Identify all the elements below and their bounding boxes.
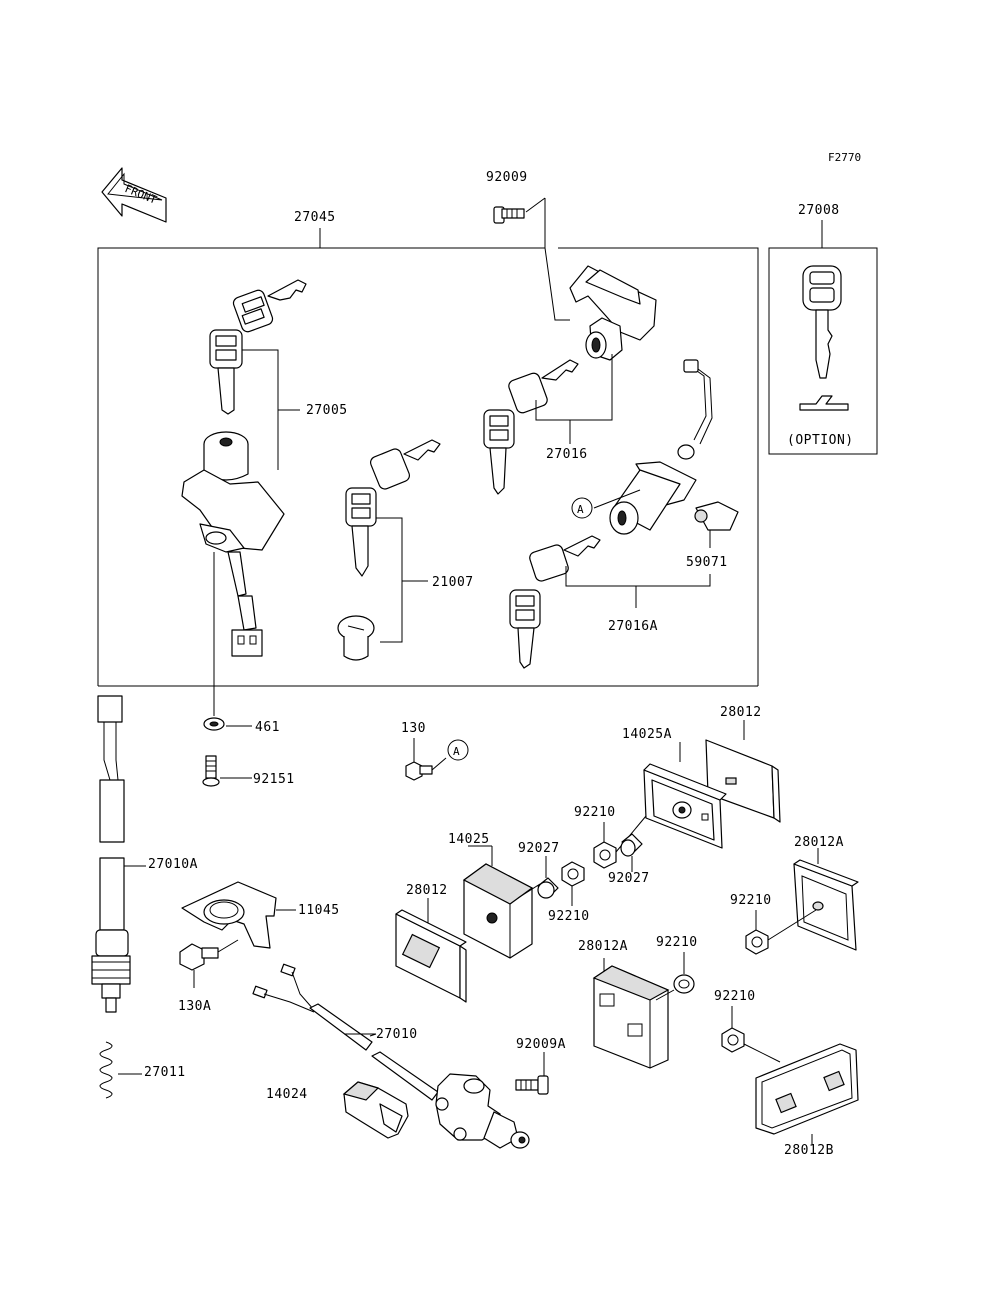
nut-92210-d-icon — [655, 952, 695, 1001]
screw-92151-icon — [202, 755, 252, 787]
front-arrow-icon: FRONT — [101, 167, 167, 223]
label-28012b: 28012B — [784, 1143, 834, 1158]
label-28012a-right: 28012A — [794, 835, 844, 850]
label-27016: 27016 — [546, 447, 588, 462]
key-blank-icon — [802, 265, 842, 379]
label-130: 130 — [401, 721, 426, 736]
collar-92027-a-icon — [620, 833, 643, 872]
screw-92009-icon — [493, 197, 570, 321]
pad-28012a-right-icon — [793, 848, 859, 951]
key-27005-icon — [209, 279, 307, 470]
screw-92009a-icon — [515, 1052, 549, 1095]
part-labels: 92009 27045 27008 27005 27016 21007 5907… — [144, 170, 844, 1158]
pad-28012-top-icon — [705, 720, 781, 823]
pad-28012a-mid-icon — [592, 958, 670, 1069]
kit-bracket-27045 — [97, 228, 759, 687]
label-27045: 27045 — [294, 210, 336, 225]
nut-92210-c-icon — [745, 909, 817, 955]
nut-92210-e-icon — [721, 1006, 781, 1063]
label-92210-c: 92210 — [730, 893, 772, 908]
label-461: 461 — [255, 720, 280, 735]
label-21007: 21007 — [432, 575, 474, 590]
neutral-switch-icon — [435, 1073, 530, 1149]
label-28012-left: 28012 — [406, 883, 448, 898]
callout-a-1: A — [577, 503, 584, 516]
option-box: (OPTION) — [768, 220, 878, 455]
holder-14025a-icon — [643, 742, 727, 849]
key-27016a-icon — [509, 535, 711, 669]
pad-28012-left-icon — [395, 898, 467, 1003]
label-92210-b: 92210 — [548, 909, 590, 924]
seat-lock-bracket — [569, 265, 657, 361]
label-92151: 92151 — [253, 772, 295, 787]
cover-14024-icon — [342, 1081, 409, 1139]
bracket-11045-icon — [181, 881, 296, 949]
label-27010a: 27010A — [148, 857, 198, 872]
bolt-130-icon: A — [405, 738, 469, 781]
helmet-lock-icon: A — [571, 359, 739, 548]
label-28012a-mid: 28012A — [578, 939, 628, 954]
option-label: (OPTION) — [787, 433, 854, 448]
label-14025a: 14025A — [622, 727, 672, 742]
label-92027-b: 92027 — [608, 871, 650, 886]
key-27016-icon — [483, 354, 613, 495]
label-27010: 27010 — [376, 1027, 418, 1042]
callout-a-2: A — [453, 745, 460, 758]
label-28012-top: 28012 — [720, 705, 762, 720]
label-27008: 27008 — [798, 203, 840, 218]
label-11045: 11045 — [298, 903, 340, 918]
label-92027-a: 92027 — [518, 841, 560, 856]
key-21007-icon — [337, 439, 441, 661]
figure-code: F2770 — [828, 151, 861, 164]
pad-28012b-icon — [755, 1043, 859, 1144]
label-130a: 130A — [178, 999, 211, 1014]
label-27005: 27005 — [306, 403, 348, 418]
label-92009: 92009 — [486, 170, 528, 185]
spring-27011-icon — [99, 1041, 142, 1099]
label-27016a: 27016A — [608, 619, 658, 634]
label-14024: 14024 — [266, 1087, 308, 1102]
ignition-switch-icon — [181, 431, 285, 716]
label-92210-d: 92210 — [656, 935, 698, 950]
collar-92027-b-icon — [537, 856, 559, 899]
holder-14025-icon — [462, 845, 541, 959]
cable-27010-icon — [252, 963, 439, 1101]
label-92210-a: 92210 — [574, 805, 616, 820]
label-14025: 14025 — [448, 832, 490, 847]
label-92009a: 92009A — [516, 1037, 566, 1052]
label-92210-e: 92210 — [714, 989, 756, 1004]
washer-461-icon — [203, 717, 252, 731]
harness-27010a-icon — [91, 695, 146, 1013]
nut-92210-b-icon — [561, 861, 585, 906]
bolt-130a-icon — [179, 939, 239, 988]
label-27011: 27011 — [144, 1065, 186, 1080]
label-59071: 59071 — [686, 555, 728, 570]
